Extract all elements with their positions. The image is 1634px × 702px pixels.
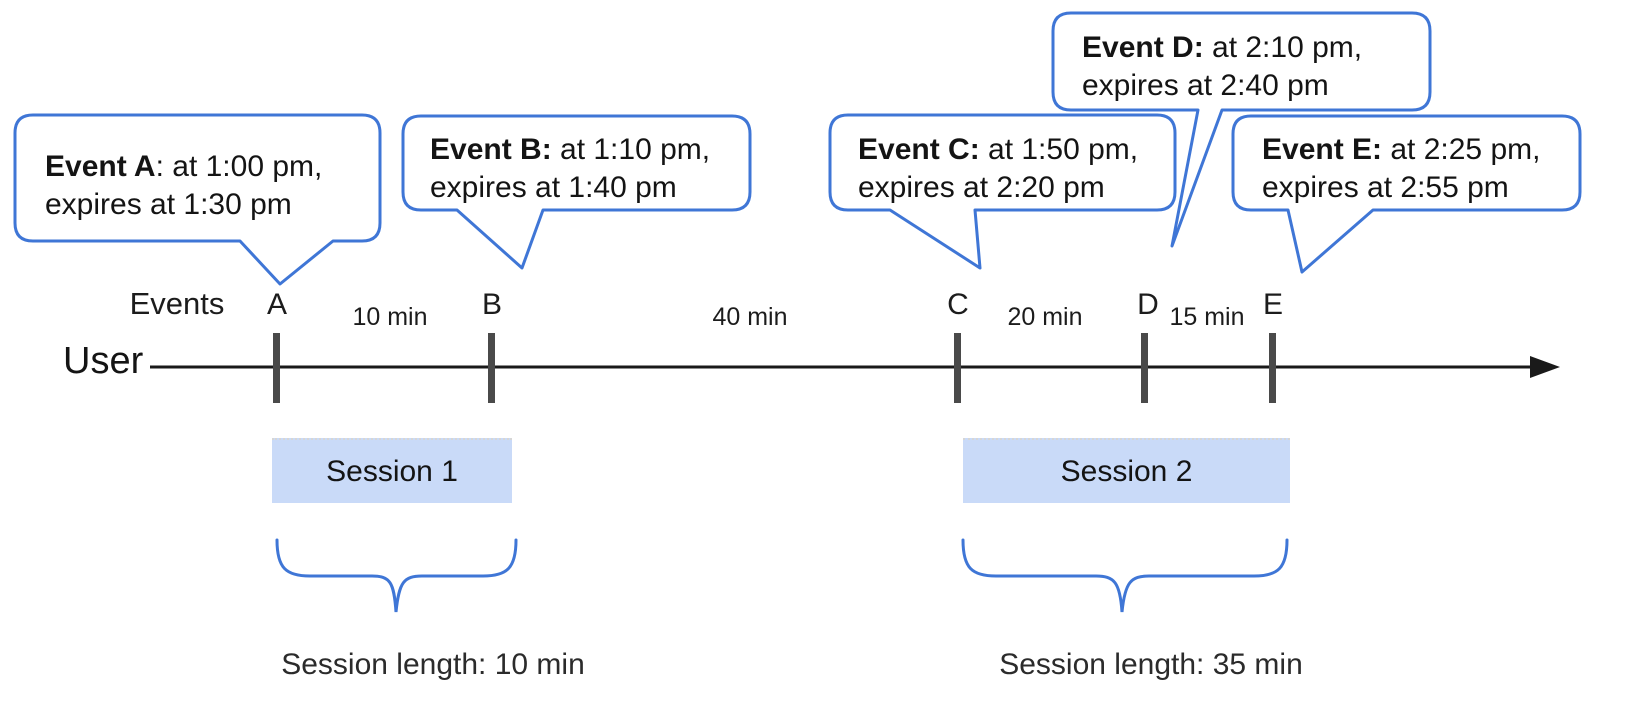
event-c-callout-text: Event C: at 1:50 pm, expires at 2:20 pm [858, 131, 1138, 207]
event-d-name: Event D: [1082, 31, 1204, 64]
event-c-expiry: expires at 2:20 pm [858, 171, 1105, 204]
session-1-brace [275, 538, 518, 613]
event-a-name: Event A [45, 150, 156, 183]
event-tick-d [1141, 333, 1148, 403]
session-1-label: Session 1 [326, 454, 458, 488]
event-a-time: : at 1:00 pm, [155, 150, 323, 183]
interval-d-e: 15 min [1169, 303, 1245, 331]
event-c-name: Event C: [858, 133, 980, 166]
session-1-caption: Session length: 10 min [281, 648, 585, 681]
event-a-callout-text: Event A: at 1:00 pm, expires at 1:30 pm [45, 148, 322, 224]
interval-b-c: 40 min [712, 303, 788, 331]
events-label: Events [129, 286, 225, 321]
event-b-callout-shape [401, 114, 752, 270]
callout-line1: Event A: at 1:00 pm, [45, 148, 322, 186]
event-d-callout-text: Event D: at 2:10 pm, expires at 2:40 pm [1082, 29, 1362, 105]
event-e-callout-text: Event E: at 2:25 pm, expires at 2:55 pm [1262, 131, 1540, 207]
callout-line1: Event B: at 1:10 pm, [430, 131, 710, 169]
callout-line1: Event E: at 2:25 pm, [1262, 131, 1540, 169]
event-tick-b [488, 333, 495, 403]
event-c-time: at 1:50 pm, [979, 133, 1139, 166]
event-tick-c [954, 333, 961, 403]
event-b-name: Event B: [430, 133, 552, 166]
tick-label-a: A [266, 288, 288, 321]
session-1-box: Session 1 [272, 438, 512, 503]
event-b-expiry: expires at 1:40 pm [430, 171, 677, 204]
event-c-callout-shape [828, 113, 1177, 270]
user-axis-label: User [63, 340, 144, 382]
callout-line1: Event C: at 1:50 pm, [858, 131, 1138, 169]
event-e-name: Event E: [1262, 133, 1383, 166]
event-b-time: at 1:10 pm, [551, 133, 711, 166]
event-tick-e [1269, 333, 1276, 403]
event-d-callout-shape [1051, 11, 1432, 248]
event-tick-a [273, 333, 280, 403]
session-2-label: Session 2 [1060, 454, 1193, 488]
interval-a-b: 10 min [352, 303, 428, 331]
tick-label-e: E [1262, 288, 1284, 321]
interval-c-d: 20 min [1007, 303, 1083, 331]
event-e-expiry: expires at 2:55 pm [1262, 171, 1509, 204]
session-2-brace [961, 538, 1289, 613]
event-e-time: at 2:25 pm, [1382, 133, 1541, 166]
event-d-expiry: expires at 2:40 pm [1082, 69, 1329, 102]
tick-label-c: C [947, 288, 969, 321]
event-a-expiry: expires at 1:30 pm [45, 188, 292, 221]
tick-label-b: B [481, 288, 503, 321]
session-2-box: Session 2 [963, 438, 1290, 503]
event-d-time: at 2:10 pm, [1203, 31, 1363, 64]
event-a-callout-shape [13, 113, 382, 286]
callout-line1: Event D: at 2:10 pm, [1082, 29, 1362, 67]
tick-label-d: D [1137, 288, 1159, 321]
timeline-arrowhead [1530, 356, 1560, 378]
event-b-callout-text: Event B: at 1:10 pm, expires at 1:40 pm [430, 131, 710, 207]
event-e-callout-shape [1231, 114, 1582, 274]
session-2-caption: Session length: 35 min [999, 648, 1303, 681]
